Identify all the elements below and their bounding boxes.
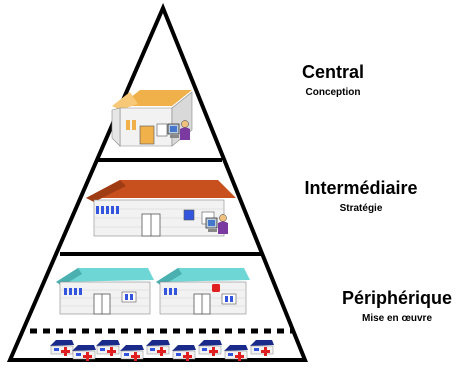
red-cross-icon	[131, 352, 140, 361]
red-cross-icon	[183, 352, 192, 361]
intermediate-house-icon	[86, 180, 236, 237]
small-health-post-icon	[72, 345, 96, 361]
level-central-subtitle: Conception	[305, 87, 361, 98]
central-person-computer-icon	[167, 120, 190, 140]
peripheral-house-left-icon	[56, 268, 154, 315]
central-house-icon	[111, 90, 193, 147]
level-peripheral-title: Périphérique	[341, 288, 453, 308]
small-health-post-icon	[198, 340, 222, 356]
intermediate-person-computer-icon	[205, 214, 228, 234]
red-cross-icon	[107, 347, 116, 356]
level-central-title: Central	[301, 62, 364, 82]
small-health-post-icon	[172, 345, 196, 361]
red-cross-icon	[235, 352, 244, 361]
small-health-post-icon	[146, 340, 170, 356]
red-cross-icon	[209, 347, 218, 356]
small-health-post-icon	[120, 345, 144, 361]
level-intermediate-subtitle: Stratégie	[339, 203, 383, 214]
red-cross-icon	[261, 347, 270, 356]
peripheral-house-right-icon	[156, 268, 250, 315]
level-peripheral-subtitle: Mise en œuvre	[361, 313, 433, 324]
red-cross-icon	[83, 352, 92, 361]
red-cross-icon	[61, 347, 70, 356]
level-intermediate-title: Intermédiaire	[304, 178, 418, 198]
small-health-post-icon	[250, 340, 274, 356]
small-health-post-icon	[96, 340, 120, 356]
small-houses-row	[50, 340, 274, 361]
red-cross-icon	[157, 347, 166, 356]
small-health-post-icon	[224, 345, 248, 361]
